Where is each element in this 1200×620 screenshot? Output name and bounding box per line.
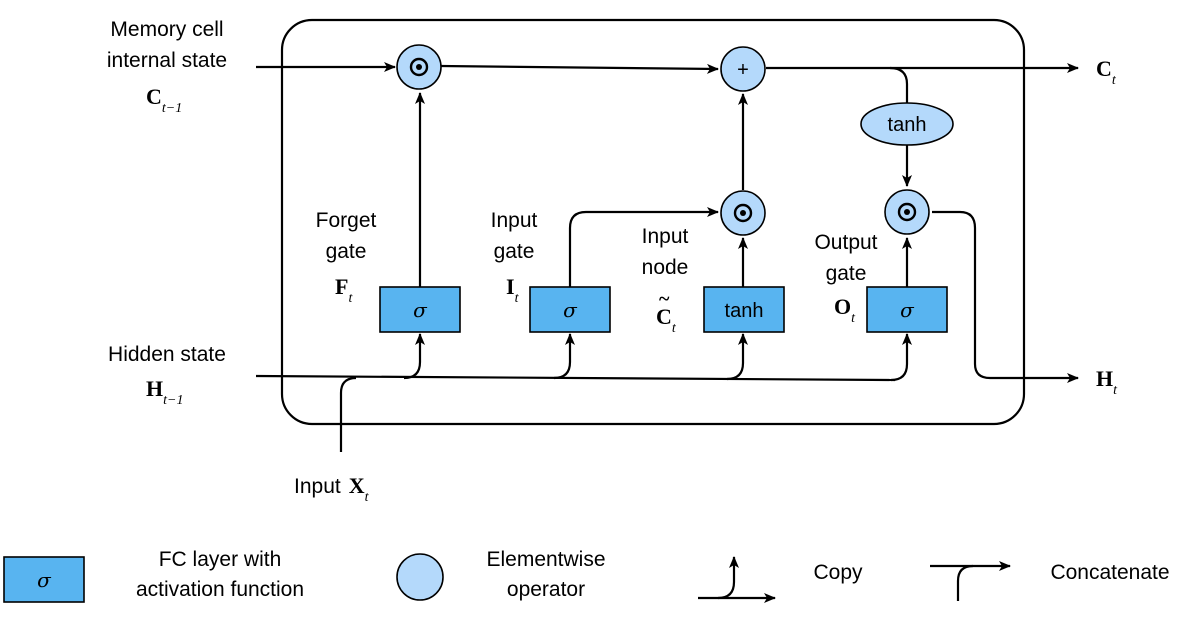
- input-gate-label-2: gate: [494, 240, 535, 263]
- legend-fc-label-2: activation function: [136, 578, 304, 601]
- input-node-symbol: Ct: [656, 304, 677, 336]
- input-node-label-2: node: [642, 256, 689, 279]
- legend-operator-swatch: [396, 553, 444, 601]
- legend-op-label-2: operator: [507, 578, 585, 601]
- svg-text:tanh: tanh: [725, 300, 764, 322]
- output-gate-symbol: Ot: [834, 294, 856, 326]
- forget-mult-to-add-wire: [440, 63, 719, 74]
- memory-cell-label-2: internal state: [107, 49, 227, 72]
- svg-text:σ: σ: [900, 298, 915, 322]
- h-to-output-wire: [890, 333, 912, 382]
- c-prev-symbol: Ct−1: [146, 84, 182, 116]
- h-to-forget-wire: [403, 333, 425, 380]
- tanh-operator: tanh: [860, 102, 954, 146]
- h-to-input-gate-wire: [553, 333, 575, 380]
- legend-copy-icon: [698, 556, 776, 603]
- output-mult-operator: [884, 189, 930, 235]
- input-node-tilde: ~: [659, 288, 670, 310]
- input-gate-symbol: It: [506, 274, 520, 306]
- legend-concat-icon: [930, 561, 1011, 601]
- legend-copy-label: Copy: [813, 561, 863, 584]
- svg-text:σ: σ: [563, 298, 578, 322]
- forget-mult-operator: [396, 44, 442, 90]
- c-to-tanh-wire: [889, 66, 909, 104]
- h-out-symbol: Ht: [1096, 366, 1118, 398]
- h-to-node-wire: [726, 333, 748, 381]
- forget-gate-label-2: gate: [326, 240, 367, 263]
- legend-fc-swatch: σ: [3, 556, 85, 603]
- forget-gate-label-1: Forget: [316, 209, 377, 232]
- svg-text:σ: σ: [37, 568, 52, 592]
- h-out-wire: [932, 210, 1079, 383]
- input-gate-label-1: Input: [491, 209, 538, 232]
- svg-text:tanh: tanh: [888, 114, 927, 136]
- h-prev-symbol: Ht−1: [146, 376, 183, 408]
- input-mult-operator: [720, 190, 766, 236]
- input-gate-box: σ: [529, 286, 611, 333]
- hidden-bus-wire: [255, 374, 896, 382]
- legend-op-label-1: Elementwise: [486, 548, 605, 571]
- legend-fc-label-1: FC layer with: [159, 548, 282, 571]
- add-operator: +: [720, 46, 766, 92]
- output-gate-label-2: gate: [826, 262, 867, 285]
- forget-gate-symbol: Ft: [335, 274, 353, 306]
- input-gate-to-mult-wire: [568, 207, 719, 287]
- output-gate-box: σ: [866, 286, 948, 333]
- input-node-label-1: Input: [642, 225, 689, 248]
- c-out-symbol: Ct: [1096, 56, 1117, 88]
- legend-concat-label: Concatenate: [1050, 561, 1169, 584]
- input-node-box: tanh: [703, 286, 785, 333]
- input-x-wire: [339, 376, 357, 452]
- cell-boundary: [280, 18, 1026, 426]
- output-gate-label-1: Output: [814, 231, 877, 254]
- hidden-state-label: Hidden state: [108, 343, 226, 366]
- add-symbol: +: [737, 59, 749, 81]
- forget-gate-box: σ: [379, 286, 461, 333]
- svg-text:σ: σ: [413, 298, 428, 322]
- memory-cell-label-1: Memory cell: [110, 18, 223, 41]
